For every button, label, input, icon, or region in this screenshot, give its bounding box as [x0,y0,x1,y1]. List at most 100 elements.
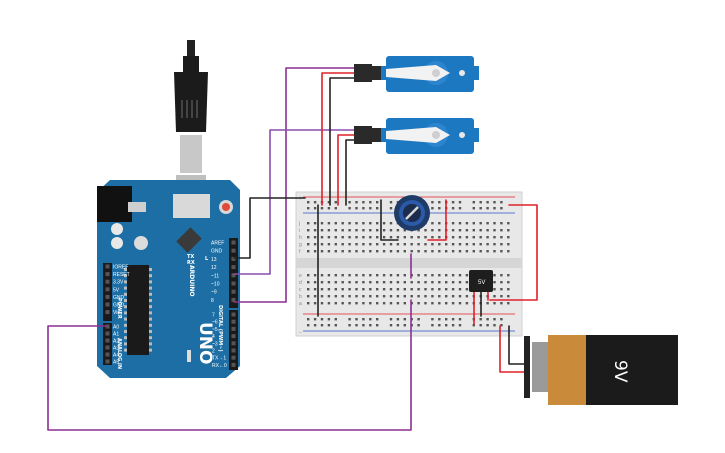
analog-label: ANALOG IN [116,338,122,369]
board-brand-label: ARDUINO [188,265,195,296]
header-pin[interactable] [231,348,236,353]
pin-label: 5V [113,287,120,293]
header-pin[interactable] [231,248,236,253]
wire-battery-minus[interactable] [508,325,527,365]
wires [47,67,538,431]
pin-label: TX→1 [212,356,226,362]
header-pin[interactable] [105,302,110,307]
header-pin[interactable] [231,297,236,302]
header-pin[interactable] [231,240,236,245]
header-pin[interactable] [231,362,236,367]
rail-minus-label: − [299,330,302,336]
wire-a0-pot[interactable] [47,299,412,431]
wire-gnd[interactable] [233,197,306,259]
header-pin[interactable] [105,279,110,284]
pin-label: A4 [113,353,119,359]
header-pin[interactable] [105,359,110,364]
header-pin[interactable] [231,319,236,324]
atmega-chip [127,265,149,355]
pin-label: RESET [113,272,130,278]
pin-label: GND [113,303,125,309]
header-pin[interactable] [231,334,236,339]
pin-label: 7 [212,313,215,319]
led-l-label: L [205,256,209,262]
wire-servo1-vcc[interactable] [321,72,357,206]
pin-label: ~5 [212,327,218,333]
row-letter: a [299,301,302,307]
regulator-icon[interactable]: 5V [469,270,493,292]
row-letter: j [298,221,300,227]
header-pin[interactable] [105,287,110,292]
pin-label: ~3 [212,341,218,347]
battery-label: 9V [610,360,630,383]
header-pin[interactable] [231,265,236,270]
header-pin[interactable] [105,338,110,343]
row-letter: b [299,294,302,300]
power-label: POWER [116,298,122,319]
servo-icon[interactable] [354,56,479,92]
header-pin[interactable] [231,256,236,261]
wire-servo1-gnd[interactable] [329,77,357,206]
pin-label: 13 [211,257,217,263]
header-pin[interactable] [105,264,110,269]
row-letter: i [299,228,300,234]
rail-plus-label: + [299,196,302,202]
row-letter: d [299,280,302,286]
wire-servo2-gnd[interactable] [345,139,357,206]
power-jack [97,186,132,222]
header-pin[interactable] [105,324,110,329]
pin-label: A0 [113,325,119,331]
wire-servo2-vcc[interactable] [337,134,357,206]
pin-label: A2 [113,339,119,345]
pin-label: A1 [113,332,119,338]
arduino-uno-board: UNO ARDUINO POWER ANALOG IN DIGITAL (PWM… [97,180,240,378]
header-pin[interactable] [231,326,236,331]
pin-label: ~9 [211,290,217,296]
servo-icon[interactable] [354,118,479,154]
row-letter: c [299,287,302,293]
pin-label: 2 [212,349,215,355]
potentiometer-icon[interactable] [394,195,430,231]
led-rx-label: RX [187,260,195,266]
pin-label: A3 [113,346,119,352]
pin-label: GND [211,249,223,255]
usb-port [173,194,210,218]
regulator-label: 5V [478,280,485,286]
header-pin[interactable] [105,272,110,277]
pin-label: 12 [211,265,217,271]
wire-battery-plus[interactable] [499,325,527,373]
pin-label: A5 [113,360,119,366]
digital-header-top [229,238,238,308]
wire-servo2-signal[interactable] [233,129,357,275]
pin-label: 8 [211,298,214,304]
led-tx-label: TX [187,254,194,260]
header-pin[interactable] [231,273,236,278]
header-pin[interactable] [231,281,236,286]
row-letter: h [299,235,302,241]
pin-label: ~11 [211,273,219,279]
wire-servo1-signal[interactable] [233,67,357,303]
header-pin[interactable] [231,312,236,317]
header-pin[interactable] [231,341,236,346]
pin-label: 3.3V [113,280,124,286]
header-pin[interactable] [231,289,236,294]
row-letter: f [299,249,301,255]
pin-label: AREF [211,241,224,247]
pin-label: ~6 [212,320,218,326]
header-pin[interactable] [105,352,110,357]
battery-icon[interactable]: 9V [524,335,678,405]
header-pin[interactable] [105,331,110,336]
header-pin[interactable] [105,310,110,315]
pin-label: Vin [113,310,120,316]
pin-label: ~10 [211,282,220,288]
header-pin[interactable] [105,345,110,350]
digital-label: DIGITAL (PWM~) [217,305,223,352]
digital-header-bottom [229,310,238,370]
header-pin[interactable] [231,355,236,360]
header-pin[interactable] [105,294,110,299]
row-letter: e [299,273,302,279]
pin-label: RX←0 [212,363,227,369]
pin-label: GND [113,295,125,301]
analog-header [103,323,112,365]
